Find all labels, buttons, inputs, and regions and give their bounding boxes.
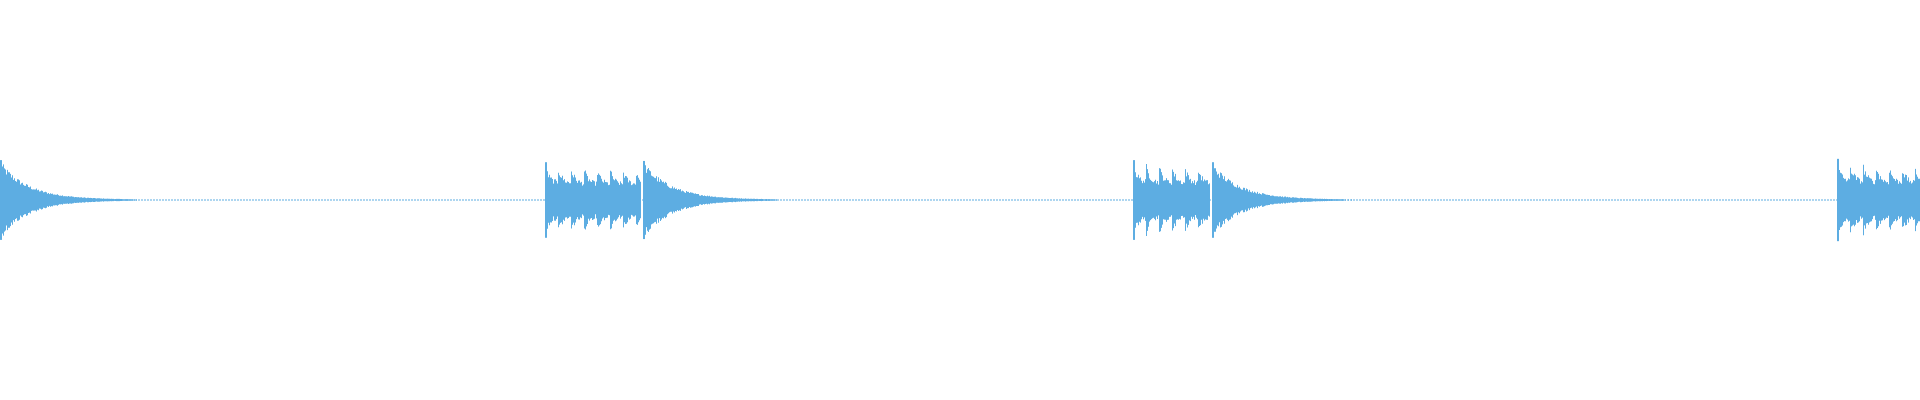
audio-waveform[interactable] xyxy=(0,0,1920,400)
waveform-view[interactable] xyxy=(0,0,1920,400)
